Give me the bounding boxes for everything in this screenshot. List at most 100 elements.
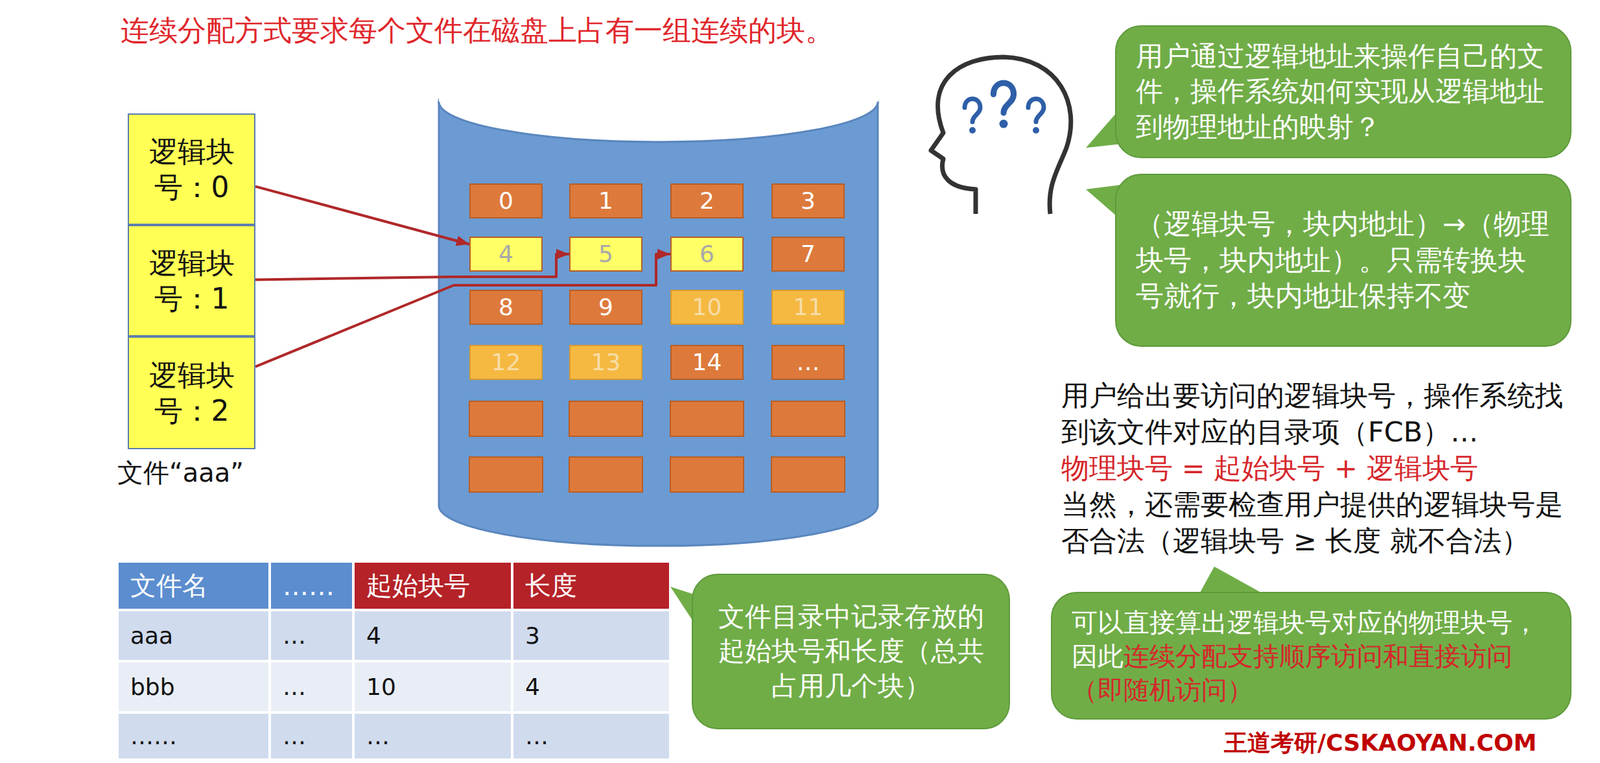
node-text: 逻辑块号：0 [149,134,235,204]
node-body: 13 [570,350,642,375]
other-file-block: 13 [569,344,643,380]
node-body: 逻辑块号：2 [141,357,242,429]
table-text: …… [130,722,177,750]
node-body: 文件目录中记录存放的起始块号和长度（总共占用几个块） [712,599,990,704]
node-text: 9 [598,293,614,321]
table-text: … [282,673,306,701]
node-body: 2 [671,189,743,213]
node-body: 6 [671,242,743,266]
node-body: 3 [772,189,844,213]
table-text: 10 [366,673,397,701]
node-body: 可以直接算出逻辑块号对应的物理块号，因此连续分配支持顺序访问和直接访问（即随机访… [1071,605,1551,707]
node-text: （逻辑块号，块内地址）→（物理块号，块内地址）。只需转换块号就行，块内地址保持不… [1135,207,1550,313]
table-cell: … [512,712,671,760]
node-text: 0 [498,187,514,214]
speech-bubble: 用户通过逻辑地址来操作自己的文件，操作系统如何实现从逻辑地址到物理地址的映射？ [1115,25,1572,159]
used-disk-block: 4 [469,236,543,272]
node-text: 13 [591,348,622,376]
node-text: 3 [800,187,816,214]
disk-block: … [771,344,845,380]
disk-block: 7 [771,236,845,272]
speech-bubble: 可以直接算出逻辑块号对应的物理块号，因此连续分配支持顺序访问和直接访问（即随机访… [1050,591,1572,720]
table-text: 4 [366,622,382,649]
speech-bubble: 文件目录中记录存放的起始块号和长度（总共占用几个块） [691,573,1011,730]
logical-block: 逻辑块号：1 [127,224,256,337]
table-cell: … [269,661,354,713]
node-text: 8 [498,293,514,321]
table-cell: …… [269,561,354,611]
table-text: 3 [525,622,541,649]
node-text: … [796,348,821,376]
table-cell: … [269,610,354,662]
node-body: 7 [772,242,844,266]
mapping-arrow [255,186,470,245]
table-cell: aaa [117,610,270,662]
node-body: 10 [671,295,743,319]
table-cell: 10 [353,661,513,713]
node-body: 9 [570,295,642,319]
table-cell: 3 [512,610,671,662]
node-text: 连续分配支持顺序访问和直接访问（即随机访问） [1071,641,1513,705]
node-text: 1 [598,187,614,214]
table-cell: … [353,712,513,760]
table-text: 4 [525,673,541,701]
disk-cylinder [438,101,878,546]
node-body: 0 [470,189,542,213]
disk-block: 3 [771,183,845,219]
used-disk-block: 5 [569,236,643,272]
disk-block: 1 [569,183,643,219]
used-disk-block: 6 [670,236,744,272]
explanation-line: 物理块号 = 起始块号 + 逻辑块号 [1061,449,1588,487]
node-text: 12 [491,348,522,376]
logical-block: 逻辑块号：0 [127,113,256,225]
table-text: … [282,722,306,750]
explanation-line: 用户给出要访问的逻辑块号，操作系统找到该文件对应的目录项（FCB）… [1061,377,1588,450]
table-text: … [525,722,549,750]
table-text: …… [282,571,335,601]
table-cell: bbb [117,661,270,713]
table-text: … [282,622,306,649]
table-cell: 文件名 [117,561,270,611]
table-text: 长度 [525,567,577,604]
other-file-block: 11 [771,289,845,325]
table-text: 文件名 [130,567,209,604]
table-cell: 4 [512,661,671,713]
node-text: 逻辑块号：2 [149,358,235,428]
node-body: （逻辑块号，块内地址）→（物理块号，块内地址）。只需转换块号就行，块内地址保持不… [1135,206,1551,316]
node-body: … [772,350,844,375]
node-text: 文件目录中记录存放的起始块号和长度（总共占用几个块） [718,600,985,702]
table-text: 起始块号 [366,567,471,604]
node-body: 用户通过逻辑地址来操作自己的文件，操作系统如何实现从逻辑地址到物理地址的映射？ [1135,38,1551,146]
table-cell: 长度 [512,561,671,611]
table-text: bbb [130,673,176,701]
other-file-block: 12 [469,344,543,380]
disk-top-mask [438,58,879,102]
explanation-line: 当然，还需要检查用户提供的逻辑块号是否合法（逻辑块号 ≥ 长度 就不合法） [1061,486,1588,559]
node-body: 14 [671,350,743,375]
node-text: 10 [692,293,723,321]
node-text: 用户通过逻辑地址来操作自己的文件，操作系统如何实现从逻辑地址到物理地址的映射？ [1135,40,1545,143]
watermark: 王道考研/CSKAOYAN.COM [1223,727,1537,760]
node-body: 逻辑块号：0 [141,133,242,205]
disk-block: 8 [469,289,543,325]
table-cell: 起始块号 [353,561,513,611]
table-cell: …… [117,712,270,760]
logical-block: 逻辑块号：2 [127,336,256,450]
node-text: 14 [692,348,723,376]
table-cell: … [269,712,354,760]
node-text: 11 [793,293,824,321]
explanation-text: 用户给出要访问的逻辑块号，操作系统找到该文件对应的目录项（FCB）…物理块号 =… [1061,377,1588,559]
disk-block: 9 [569,289,643,325]
node-text: 5 [598,240,614,268]
node-text: 6 [699,240,715,268]
node-body: 1 [570,189,642,213]
disk-block: 2 [670,183,744,219]
node-body: 12 [470,350,542,375]
disk-block: 14 [670,344,744,380]
node-text: 4 [498,240,514,268]
disk-block: 0 [469,183,543,219]
other-file-block: 10 [670,289,744,325]
table-cell: 4 [353,610,513,662]
speech-bubble: （逻辑块号，块内地址）→（物理块号，块内地址）。只需转换块号就行，块内地址保持不… [1115,173,1572,347]
